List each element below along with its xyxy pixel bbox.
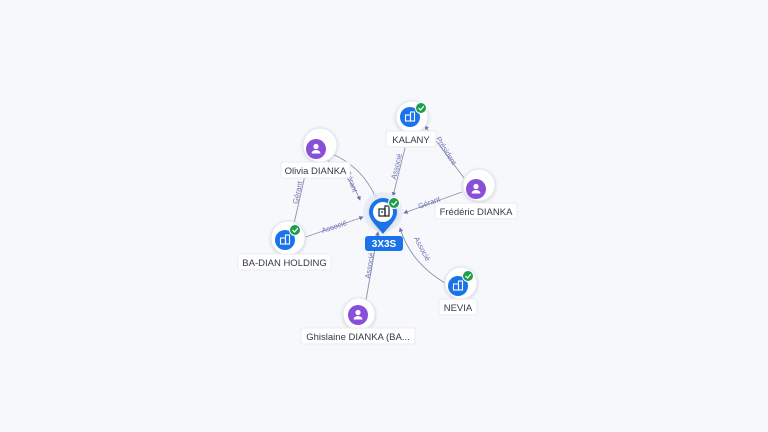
edge-label: Associé	[363, 252, 376, 279]
node-kalany[interactable]: KALANY	[385, 100, 437, 148]
edge-label: Associé	[389, 153, 404, 181]
center-label: 3X3S	[372, 239, 397, 250]
person-icon	[353, 309, 363, 320]
building-icon	[404, 111, 416, 122]
center-label-bg	[365, 236, 403, 251]
node-badian[interactable]: BA-DIAN HOLDING	[237, 220, 332, 271]
verified-badge-icon	[415, 102, 427, 114]
person-icon	[471, 183, 481, 194]
node-olivia[interactable]: Olivia DIANKA	[280, 127, 351, 179]
verified-badge-icon	[289, 224, 301, 236]
node-label: NEVIA	[444, 303, 473, 314]
node-label: KALANY	[392, 135, 430, 146]
node-label: BA-DIAN HOLDING	[242, 258, 326, 269]
center-node[interactable]: 3X3S	[363, 192, 403, 251]
verified-badge-icon	[462, 270, 474, 282]
edge-label: Président	[434, 135, 459, 167]
edge-label: Associé	[320, 218, 348, 235]
node-ghislaine[interactable]: Ghislaine DIANKA (BA...	[300, 297, 416, 345]
node-label: Olivia DIANKA	[285, 166, 347, 177]
edge-label: Gérant	[291, 179, 305, 204]
node-nevia[interactable]: NEVIA	[438, 266, 478, 316]
edge-label: Associé	[412, 235, 432, 262]
node-frederic[interactable]: Frédéric DIANKA	[434, 168, 518, 220]
building-icon	[279, 234, 291, 245]
verified-badge-icon	[388, 197, 400, 209]
node-label: Ghislaine DIANKA (BA...	[306, 332, 409, 343]
building-icon	[378, 205, 390, 217]
edge-nevia-center[interactable]: Associé	[398, 227, 446, 284]
edge-badian-center[interactable]: Associé	[299, 216, 364, 240]
person-icon	[311, 143, 321, 154]
building-icon	[452, 280, 464, 291]
node-label: Frédéric DIANKA	[440, 207, 514, 218]
edge-olivia-center-1[interactable]	[329, 152, 377, 199]
